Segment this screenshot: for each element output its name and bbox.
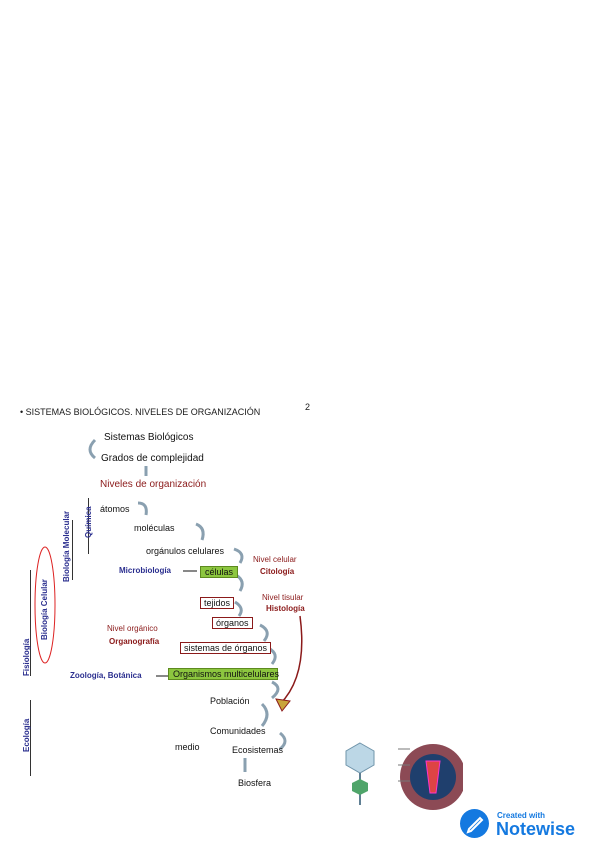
arrow-atomos-moleculas (137, 501, 148, 516)
node-medio: medio (175, 742, 200, 752)
watermark-notewise: Notewise (496, 819, 576, 839)
arrow-poblacion-comunidades (260, 702, 269, 727)
node-moleculas: moléculas (134, 523, 175, 533)
arrow-sistemas-grados (88, 438, 97, 460)
label-ecologia: Ecología (22, 718, 31, 752)
virion-core-icon (425, 760, 441, 794)
arrow-organulos-celulas (233, 547, 244, 564)
phage-head-icon (345, 742, 375, 774)
node-comunidades: Comunidades (210, 726, 266, 736)
histologia-arrowhead (275, 698, 291, 712)
divider-biologia-molecular (72, 520, 73, 580)
arrow-moleculas-organulos (195, 522, 205, 541)
divider-fisiologia (30, 570, 31, 676)
node-tejidos: tejidos (200, 597, 235, 609)
node-grados-complejidad: Grados de complejidad (101, 453, 204, 464)
label-biologia-molecular: Biología Molecular (62, 510, 71, 582)
label-quimica: Química (84, 506, 93, 538)
label-biologia-celular: Biología Celular (40, 579, 49, 640)
label-organografia: Organografía (109, 637, 160, 646)
divider-quimica (88, 498, 89, 554)
node-organos: órganos (212, 617, 253, 629)
node-biosfera: Biosfera (238, 778, 272, 788)
label-histologia: Histología (266, 604, 305, 613)
label-microbiologia: Microbiología (119, 566, 171, 575)
node-sistemas-organos: sistemas de órganos (180, 642, 272, 654)
node-niveles-organizacion: Niveles de organización (100, 479, 207, 490)
histologia-curve-arrow (279, 615, 303, 705)
phage-head-small-icon (352, 779, 368, 795)
node-organulos: orgánulos celulares (146, 546, 225, 556)
label-citologia: Citología (260, 567, 295, 576)
node-ecosistemas: Ecosistemas (232, 745, 284, 755)
biologia-celular-ellipse (34, 546, 56, 664)
label-fisiologia: Fisiología (22, 638, 31, 676)
label-nivel-tisular: Nivel tisular (262, 593, 304, 602)
node-organismos: Organismos multicelulares (168, 668, 279, 680)
virus-illustration (345, 742, 463, 810)
notewise-pen-icon (460, 809, 489, 838)
node-sistemas-biologicos: Sistemas Biológicos (104, 432, 194, 443)
label-nivel-celular: Nivel celular (253, 555, 297, 564)
label-nivel-organico: Nivel orgánico (107, 624, 158, 633)
slide-title: • SISTEMAS BIOLÓGICOS. NIVELES DE ORGANI… (20, 407, 261, 417)
label-zoologia-botanica: Zoología, Botánica (70, 671, 142, 680)
arrow-comunidades-ecosistemas (279, 731, 287, 751)
divider-ecologia (30, 700, 31, 776)
node-poblacion: Población (210, 696, 250, 706)
watermark-created-with: Created with (497, 811, 546, 820)
arrow-organismos-poblacion (271, 680, 280, 700)
node-celulas: células (200, 566, 239, 578)
arrow-organos-sistemas (259, 623, 269, 642)
page-number: 2 (305, 402, 311, 412)
arrow-tejidos-organos (234, 600, 243, 617)
node-atomos: átomos (100, 504, 130, 514)
